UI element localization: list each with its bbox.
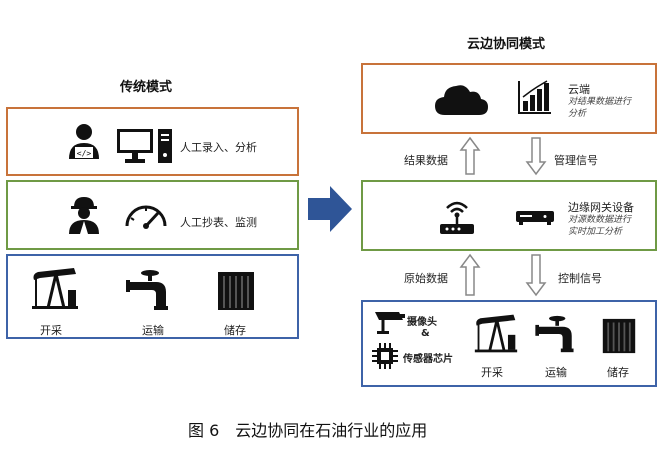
manual-entry-label: 人工录入、分析 xyxy=(180,141,257,154)
camera-icon xyxy=(373,310,407,336)
result-data-label: 结果数据 xyxy=(404,154,448,167)
transport-label: 运输 xyxy=(142,324,164,337)
control-signal-label: 控制信号 xyxy=(558,272,602,285)
edge-gateway-box: 边缘网关设备 对源数数据进行 实时加工分析 xyxy=(361,180,657,251)
up-arrow-icon xyxy=(459,253,481,297)
cloud-edge-mode-title: 云边协同模式 xyxy=(467,37,546,52)
transition-arrow-icon xyxy=(306,184,354,234)
cloud-desc-line1: 对结果数据进行 xyxy=(568,97,632,107)
cloud-icon xyxy=(433,81,489,117)
edge-gateway-desc-line1: 对源数数据进行 xyxy=(568,215,632,225)
cloud-box: 云端 对结果数据进行 分析 xyxy=(361,63,657,134)
field-devices-box: 摄像头 & 传感器芯片 xyxy=(361,300,657,387)
edge-gateway-name-label: 边缘网关设备 xyxy=(568,201,634,214)
pipeline-valve-icon xyxy=(126,268,178,312)
extraction-label: 开采 xyxy=(40,324,62,337)
manual-meter-box: 人工抄表、监测 xyxy=(6,180,299,250)
storage-label: 储存 xyxy=(607,366,629,379)
sensor-chip-icon xyxy=(371,342,399,370)
down-arrow-icon xyxy=(525,253,547,297)
management-signal-label: 管理信号 xyxy=(554,154,598,167)
figure-caption: 图 6 云边协同在石油行业的应用 xyxy=(188,421,428,440)
oil-pump-jack-icon xyxy=(473,312,519,354)
down-arrow-icon xyxy=(525,136,547,176)
svg-text:</>: </> xyxy=(77,149,92,158)
camera-label: 摄像头 xyxy=(407,317,437,328)
transport-label: 运输 xyxy=(545,366,567,379)
desktop-computer-icon xyxy=(116,127,174,165)
manual-entry-box: </> 人工录入、分析 xyxy=(6,107,299,176)
ampersand-label: & xyxy=(421,328,430,339)
traditional-operations-box: 开采 运输 储存 xyxy=(6,254,299,339)
extraction-label: 开采 xyxy=(481,366,503,379)
storage-label: 储存 xyxy=(224,324,246,337)
bar-chart-icon xyxy=(517,79,553,115)
gateway-device-icon xyxy=(515,208,555,226)
traditional-mode-title: 传统模式 xyxy=(120,80,173,95)
storage-tank-icon xyxy=(216,270,256,312)
manual-meter-label: 人工抄表、监测 xyxy=(180,216,257,229)
up-arrow-icon xyxy=(459,136,481,176)
cloud-name-label: 云端 xyxy=(568,83,590,96)
worker-person-icon xyxy=(66,195,102,235)
pipeline-valve-icon xyxy=(535,314,583,354)
cloud-desc-line2: 分析 xyxy=(568,109,587,119)
gauge-meter-icon xyxy=(123,200,169,230)
raw-data-label: 原始数据 xyxy=(404,272,448,285)
sensor-chip-label: 传感器芯片 xyxy=(403,354,453,365)
edge-gateway-desc-line2: 实时加工分析 xyxy=(568,227,623,237)
oil-pump-jack-icon xyxy=(30,266,80,310)
wifi-router-icon xyxy=(437,196,477,236)
storage-tank-icon xyxy=(601,316,637,356)
programmer-person-icon: </> xyxy=(66,123,102,161)
